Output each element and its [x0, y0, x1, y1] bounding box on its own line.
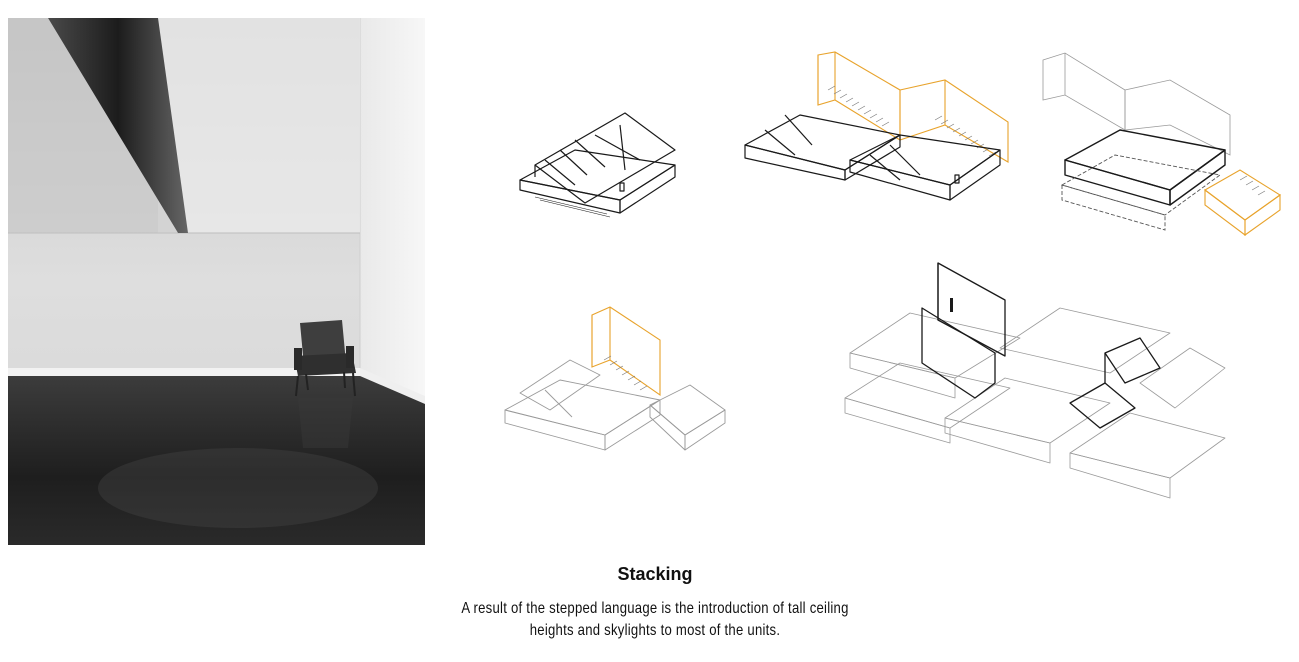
- stacking-diagram-step-5: [840, 258, 1250, 503]
- interior-render-image: [8, 18, 425, 545]
- caption-body: A result of the stepped language is the …: [461, 600, 849, 639]
- caption-title: Stacking: [617, 564, 693, 584]
- stacking-diagram-step-4: [500, 305, 730, 475]
- stacking-diagram-step-2: [740, 50, 1020, 230]
- stacking-diagram-step-1: [515, 105, 685, 235]
- stacking-diagram-step-3: [1040, 50, 1290, 250]
- armchair: [294, 320, 356, 397]
